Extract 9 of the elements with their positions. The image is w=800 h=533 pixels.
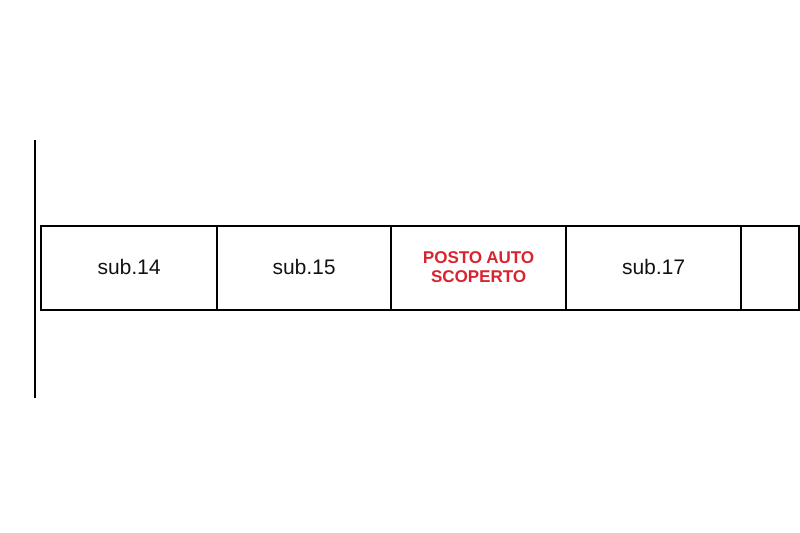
parking-space: [216, 225, 392, 311]
parking-space: [565, 225, 742, 311]
space-label: POSTO AUTO SCOPERTO: [422, 249, 536, 287]
parking-space: [40, 225, 218, 311]
parking-space: [390, 225, 567, 311]
parking-space: [740, 225, 800, 311]
space-label: sub.15: [272, 256, 336, 280]
space-label: sub.14: [97, 256, 161, 280]
space-label: sub.17: [622, 256, 686, 280]
